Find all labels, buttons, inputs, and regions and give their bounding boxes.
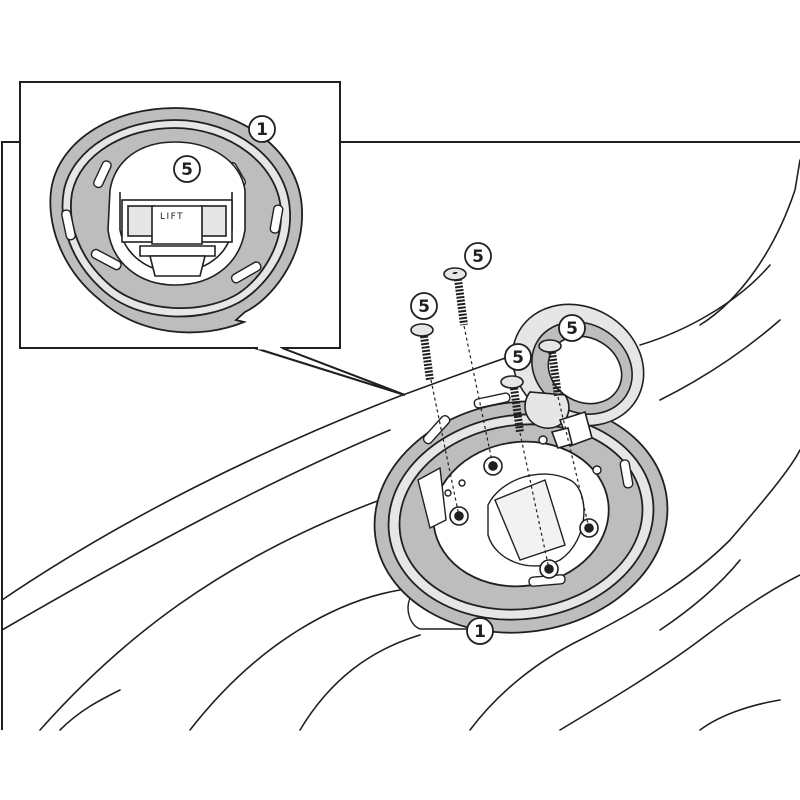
svg-text:5: 5: [181, 160, 193, 180]
callout-inset-ring: 1: [248, 115, 276, 143]
inset-cap: [107, 141, 246, 286]
callout-bolt-mid: 5: [504, 343, 532, 371]
bolt-right: [538, 339, 562, 397]
callout-cap-center: 5: [558, 314, 586, 342]
threaded-holes: [449, 456, 599, 579]
fuel-tank: [1, 159, 800, 731]
svg-text:5: 5: [512, 348, 524, 368]
callout-inset-cap: 5: [173, 155, 201, 183]
tank-opening: [444, 435, 602, 567]
svg-text:5: 5: [566, 319, 578, 339]
bolt-left: [410, 323, 434, 381]
svg-text:1: 1: [256, 120, 268, 140]
scene-frame: [1, 141, 800, 730]
callout-bolt-top: 5: [464, 242, 492, 270]
lift-label: LIFT: [160, 212, 184, 222]
bolt-mid: [500, 375, 524, 433]
fuel-cap: [511, 303, 645, 449]
alignment-lines: [430, 325, 590, 570]
ring-slots: [417, 392, 634, 587]
callout-bolt-left: 5: [410, 292, 438, 320]
svg-text:5: 5: [418, 297, 430, 317]
bolt-top: [443, 267, 468, 326]
svg-text:5: 5: [472, 247, 484, 267]
svg-text:1: 1: [474, 622, 486, 642]
callout-ring-bottom: 1: [407, 597, 494, 645]
